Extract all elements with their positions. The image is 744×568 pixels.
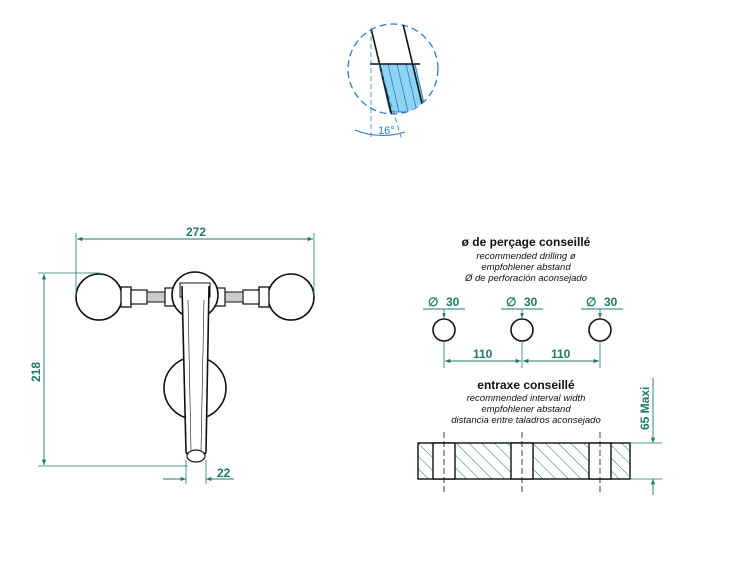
spacing-right: 110 — [551, 347, 571, 361]
tap-dimensions: 272 218 22 — [29, 225, 315, 484]
interval-section: entraxe conseillé recommended interval w… — [417, 378, 662, 495]
spacing-left: 110 — [473, 347, 493, 361]
hole-center — [510, 318, 534, 342]
drilling-line-de: empfohlener abstand — [481, 262, 571, 273]
interval-line-en: recommended interval width — [467, 393, 586, 404]
angle-label: 16° — [378, 125, 395, 137]
drilling-line-en: recommended drilling ø — [476, 251, 575, 262]
hole-left — [432, 318, 456, 342]
diam-symbol-2: ∅ — [506, 295, 516, 309]
width-dimension: 272 — [186, 225, 206, 239]
max-depth-label: 65 Maxi — [638, 387, 652, 430]
drilling-section: ø de perçage conseillé recommended drill… — [423, 235, 623, 368]
diam-symbol-1: ∅ — [428, 295, 438, 309]
interval-title: entraxe conseillé — [477, 378, 575, 392]
tap-front-view — [75, 271, 315, 463]
diam-label-1: 30 — [446, 295, 460, 309]
drilling-line-es: Ø de perforación aconsejado — [464, 273, 587, 284]
interval-line-es: distancia entre taladros aconsejado — [451, 415, 600, 426]
diam-symbol-3: ∅ — [586, 295, 596, 309]
diam-label-3: 30 — [604, 295, 618, 309]
detail-view: 16° — [347, 23, 439, 141]
diam-label-2: 30 — [524, 295, 538, 309]
drilling-title: ø de perçage conseillé — [462, 235, 591, 249]
height-dimension: 218 — [29, 362, 43, 382]
spout-dimension: 22 — [217, 466, 231, 480]
interval-line-de: empfohlener abstand — [481, 404, 571, 415]
hole-right — [588, 318, 612, 342]
